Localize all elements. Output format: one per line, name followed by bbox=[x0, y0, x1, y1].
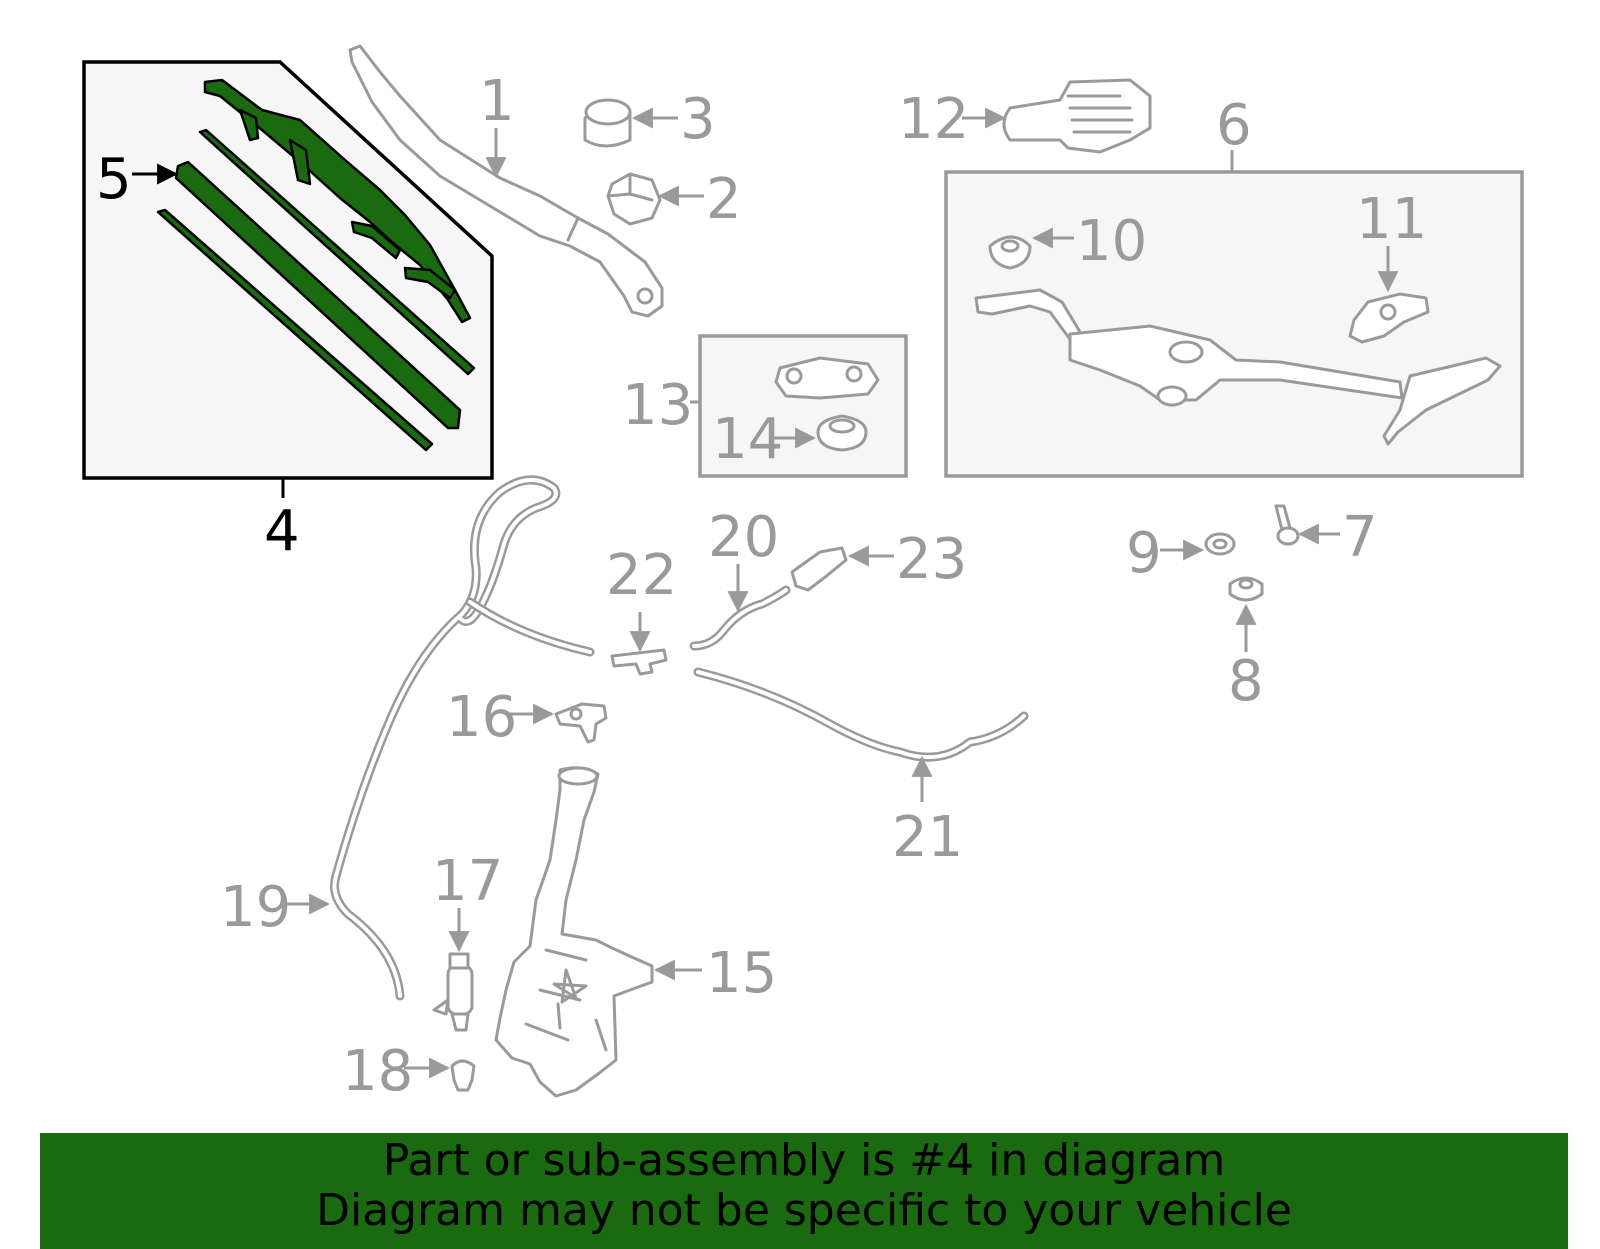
washer-reservoir-body bbox=[494, 766, 654, 1098]
washer-pump-tab bbox=[432, 998, 450, 1016]
washer-nozzle-body bbox=[790, 546, 848, 592]
mounting-bracket-hole-2 bbox=[845, 365, 863, 383]
callout-2: 2 bbox=[706, 167, 742, 232]
linkage-washer-hole bbox=[1212, 538, 1228, 550]
callout-21: 21 bbox=[892, 805, 963, 870]
washer-reservoir-neck bbox=[557, 766, 599, 786]
arm-nut-face bbox=[606, 172, 654, 202]
arm-cap-top bbox=[584, 98, 632, 126]
callout-6: 6 bbox=[1216, 93, 1252, 158]
washer-hose-21[interactable]: 21 bbox=[693, 667, 1029, 870]
info-banner-background bbox=[40, 1133, 1568, 1249]
blade-bracket-tab-3 bbox=[350, 220, 402, 260]
callout-7: 7 bbox=[1342, 505, 1378, 570]
callout-15: 15 bbox=[706, 941, 777, 1006]
bracket-frame bbox=[698, 334, 908, 478]
banner-disclaimer: Diagram may not be specific to your vehi… bbox=[316, 1185, 1292, 1236]
blade-frame-bracket bbox=[203, 78, 472, 324]
callout-11: 11 bbox=[1356, 187, 1427, 252]
washer-reservoir-detail bbox=[524, 948, 608, 1052]
washer-pump-outlet bbox=[450, 1012, 470, 1032]
callout-3: 3 bbox=[680, 87, 716, 152]
arm-nut[interactable]: 2 bbox=[606, 167, 742, 232]
wiper-linkage-assembly[interactable]: 6 10 11 bbox=[944, 93, 1524, 478]
callout-10: 10 bbox=[1076, 209, 1147, 274]
wiper-motor[interactable]: 12 bbox=[898, 78, 1152, 154]
washer-hose-branch-tube bbox=[465, 597, 595, 657]
blade-bracket-tab-1 bbox=[238, 108, 260, 142]
wiper-motor-housing bbox=[1002, 78, 1152, 154]
callout-14: 14 bbox=[712, 407, 783, 472]
washer-reservoir[interactable]: 15 bbox=[494, 766, 777, 1098]
blade-bracket-tab-2 bbox=[288, 138, 312, 186]
hose-connector-body bbox=[610, 648, 668, 676]
linkage-nut[interactable]: 8 bbox=[1228, 576, 1264, 714]
arm-nut-body bbox=[606, 172, 662, 226]
linkage-bracket-foot bbox=[1156, 385, 1188, 407]
linkage-bolt-shank bbox=[1274, 504, 1292, 532]
arm-cap[interactable]: 3 bbox=[583, 87, 716, 152]
linkage-main-bar bbox=[1068, 324, 1404, 402]
callout-8: 8 bbox=[1228, 649, 1264, 714]
hose-connector[interactable]: 22 bbox=[606, 543, 677, 676]
washer-hose-20[interactable]: 20 bbox=[689, 505, 791, 651]
washer-hose-19-tube-inner bbox=[332, 478, 558, 998]
hose-clip-body bbox=[554, 702, 608, 744]
callout-19: 19 bbox=[220, 875, 291, 940]
callout-18: 18 bbox=[342, 1039, 413, 1104]
callout-5: 5 bbox=[96, 147, 132, 212]
pump-grommet-body bbox=[450, 1059, 476, 1092]
linkage-bolt[interactable]: 7 bbox=[1274, 504, 1378, 570]
blade-strip-upper bbox=[198, 128, 476, 376]
info-banner: Part or sub-assembly is #4 in diagram Di… bbox=[40, 1133, 1568, 1249]
callout-9: 9 bbox=[1126, 521, 1162, 586]
hose-clip[interactable]: 16 bbox=[446, 685, 608, 750]
callout-4: 4 bbox=[264, 499, 300, 564]
linkage-pivot-bushing-hole bbox=[1379, 303, 1397, 321]
callout-16: 16 bbox=[446, 685, 517, 750]
washer-pump-top bbox=[448, 952, 470, 970]
washer-hose-20-tube-inner bbox=[692, 588, 788, 648]
washer-hose-19[interactable]: 19 bbox=[220, 475, 561, 1001]
mounting-bracket bbox=[774, 356, 880, 400]
washer-hose-21-tube-inner bbox=[696, 670, 1026, 760]
linkage-pivot-arm bbox=[1382, 356, 1502, 446]
callout-17: 17 bbox=[432, 849, 503, 914]
wiper-arm-seam bbox=[566, 216, 580, 242]
linkage-washer-body bbox=[1204, 532, 1236, 556]
washer-hose-branch[interactable] bbox=[465, 597, 595, 657]
washer-pump-body bbox=[446, 964, 474, 1016]
wiper-motor-fins bbox=[1066, 94, 1134, 134]
mounting-bracket-group[interactable]: 13 14 bbox=[622, 334, 908, 478]
linkage-grommet-center bbox=[1000, 239, 1020, 253]
callout-12: 12 bbox=[898, 87, 969, 152]
banner-highlight-note: Part or sub-assembly is #4 in diagram bbox=[382, 1135, 1226, 1186]
bracket-bushing-top bbox=[828, 418, 856, 434]
callout-23: 23 bbox=[896, 527, 967, 592]
blade-bracket-tab-4 bbox=[403, 266, 457, 300]
washer-nozzle[interactable]: 23 bbox=[790, 527, 967, 592]
blade-strip-lower bbox=[156, 208, 434, 452]
wiper-arm-body bbox=[348, 44, 664, 318]
wiper-arm[interactable]: 1 bbox=[348, 44, 664, 318]
linkage-washer[interactable]: 9 bbox=[1126, 521, 1236, 586]
linkage-frame bbox=[944, 170, 1524, 478]
linkage-nut-hole bbox=[1238, 578, 1254, 590]
pump-grommet[interactable]: 18 bbox=[342, 1039, 476, 1104]
washer-pump[interactable]: 17 bbox=[432, 849, 503, 1032]
wiper-arm-pivot-hole bbox=[636, 287, 654, 305]
callout-22: 22 bbox=[606, 543, 677, 608]
callout-20: 20 bbox=[708, 505, 779, 570]
linkage-crank bbox=[974, 288, 1082, 344]
callout-1: 1 bbox=[479, 69, 515, 134]
mounting-bracket-hole-1 bbox=[785, 367, 803, 385]
linkage-bolt-head bbox=[1276, 526, 1300, 546]
wiper-blade-assembly[interactable]: 4 5 bbox=[82, 60, 494, 564]
washer-reservoir-star bbox=[552, 968, 588, 1004]
washer-hose-branch-tube-inner bbox=[468, 600, 592, 654]
hose-clip-hole bbox=[569, 707, 583, 721]
callout-13: 13 bbox=[622, 373, 693, 438]
linkage-pivot-boss bbox=[1168, 340, 1204, 364]
